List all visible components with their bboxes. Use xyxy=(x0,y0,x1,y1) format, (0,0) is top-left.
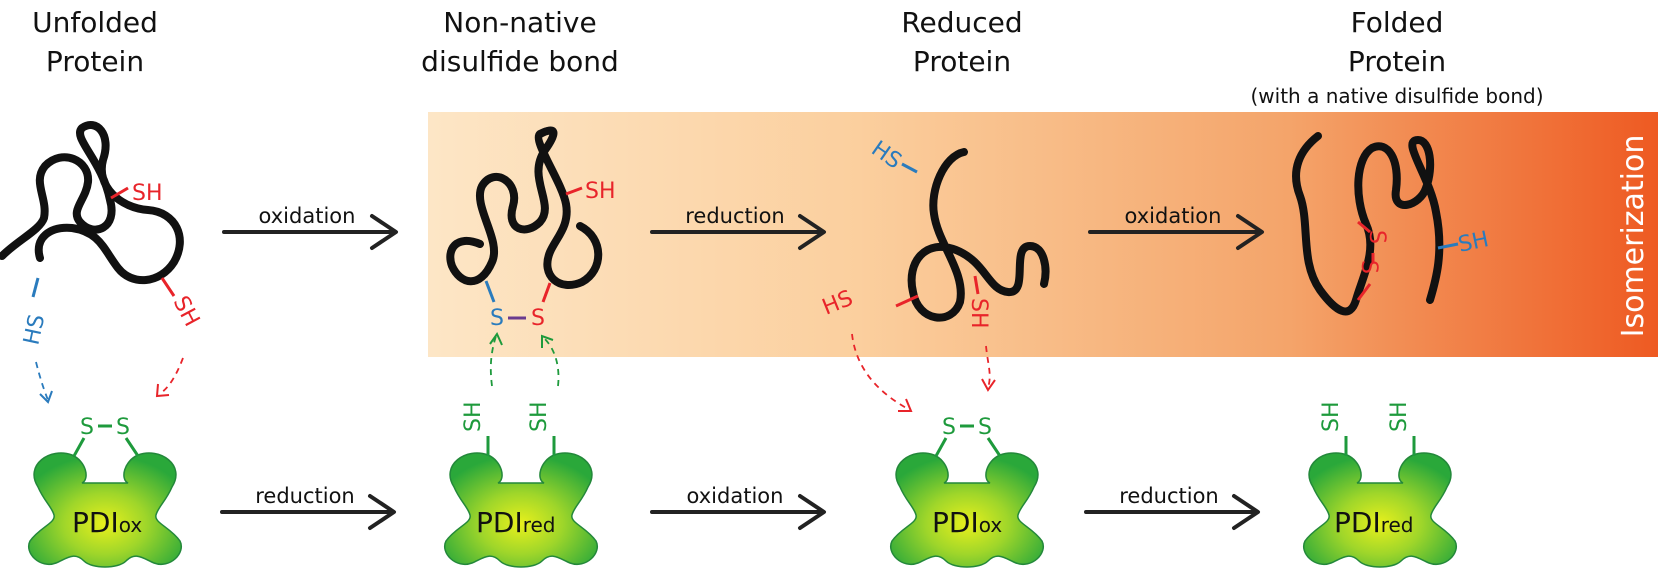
svg-text:reduction: reduction xyxy=(255,484,355,508)
isomerization-label: Isomerization xyxy=(1616,135,1651,338)
svg-text:oxidation: oxidation xyxy=(259,204,356,228)
svg-text:S: S xyxy=(490,306,504,331)
svg-text:S: S xyxy=(942,415,956,440)
svg-text:S: S xyxy=(1356,260,1381,274)
stage-title-unfolded: Unfolded Protein xyxy=(32,6,158,78)
pdi-reduced-2: SH SH PDIred xyxy=(1302,401,1458,568)
arrow-oxidation-1: oxidation xyxy=(222,204,398,250)
arrow-oxidation-2: oxidation xyxy=(1088,204,1264,250)
svg-text:Non-native: Non-native xyxy=(443,6,596,39)
svg-text:S: S xyxy=(531,306,545,331)
svg-text:Protein: Protein xyxy=(46,45,144,78)
svg-text:SH: SH xyxy=(1456,227,1491,258)
svg-text:S: S xyxy=(116,415,130,440)
svg-text:SH: SH xyxy=(168,292,204,331)
svg-text:SH: SH xyxy=(585,179,616,204)
pdi-oxidized-1: S S PDIox xyxy=(27,415,183,568)
svg-text:SH: SH xyxy=(966,298,991,329)
svg-text:reduction: reduction xyxy=(1119,484,1219,508)
svg-text:SH: SH xyxy=(1387,401,1412,432)
isomerization-region xyxy=(428,112,1658,357)
svg-text:SH: SH xyxy=(527,401,552,432)
stage-title-non-native: Non-native disulfide bond xyxy=(421,6,619,78)
folded-protein: S S SH xyxy=(1292,132,1491,316)
svg-text:SH: SH xyxy=(132,181,163,206)
folded-subtitle: (with a native disulfide bond) xyxy=(1251,84,1544,108)
svg-text:PDIred: PDIred xyxy=(476,506,556,539)
svg-text:Protein: Protein xyxy=(913,45,1011,78)
svg-text:oxidation: oxidation xyxy=(687,484,784,508)
svg-text:Folded: Folded xyxy=(1351,6,1444,39)
arrow-pdi-reduction-1: reduction xyxy=(220,484,396,530)
svg-text:Protein: Protein xyxy=(1348,45,1446,78)
pdi-oxidized-2: S S PDIox xyxy=(889,415,1045,568)
reduced-protein: HS HS SH xyxy=(819,136,1050,329)
svg-text:reduction: reduction xyxy=(685,204,785,228)
svg-text:HS: HS xyxy=(19,312,50,347)
svg-text:Reduced: Reduced xyxy=(901,6,1022,39)
arrow-reduction-1: reduction xyxy=(650,204,826,250)
thiol-attack-arrows-2 xyxy=(489,331,560,387)
svg-text:PDIox: PDIox xyxy=(72,506,142,539)
stage-title-reduced: Reduced Protein xyxy=(901,6,1022,78)
arrow-pdi-reduction-2: reduction xyxy=(1084,484,1260,530)
svg-text:SH: SH xyxy=(461,401,486,432)
stage-title-folded: Folded Protein (with a native disulfide … xyxy=(1251,6,1544,108)
thiol-attack-arrows-3 xyxy=(851,333,996,412)
svg-text:oxidation: oxidation xyxy=(1125,204,1222,228)
thiol-attack-arrows-1 xyxy=(35,357,184,404)
svg-text:PDIred: PDIred xyxy=(1334,506,1414,539)
arrow-pdi-oxidation: oxidation xyxy=(650,484,826,530)
non-native-protein: SH S S xyxy=(446,126,616,331)
svg-text:S: S xyxy=(978,415,992,440)
svg-text:disulfide bond: disulfide bond xyxy=(421,45,619,78)
svg-text:PDIox: PDIox xyxy=(932,506,1002,539)
svg-text:Unfolded: Unfolded xyxy=(32,6,158,39)
unfolded-protein: SH SH HS xyxy=(0,121,204,347)
svg-text:S: S xyxy=(1364,230,1389,244)
svg-text:SH: SH xyxy=(1319,401,1344,432)
pdi-reduced-1: SH SH PDIred xyxy=(443,401,599,568)
svg-text:S: S xyxy=(80,415,94,440)
